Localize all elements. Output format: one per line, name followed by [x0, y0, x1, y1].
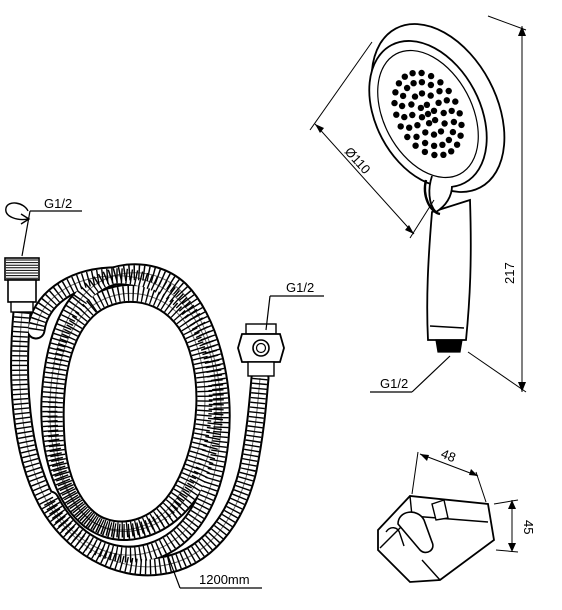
nozzle-dot: [406, 124, 413, 131]
nozzle-dot: [440, 151, 447, 158]
hose-coils: [10, 263, 270, 577]
handshower-length-dimension: 217: [467, 15, 527, 393]
hose-coil-center: [35, 275, 217, 532]
nozzle-dot: [418, 114, 426, 121]
handshower-thread-leader: [411, 355, 451, 393]
nozzle-dot: [399, 92, 407, 100]
nozzle-dot: [441, 120, 448, 127]
nozzle-dot: [414, 122, 421, 129]
nozzle-dot: [439, 141, 446, 148]
nozzle-dot: [450, 118, 458, 126]
nozzle-dot: [418, 69, 425, 77]
nozzle-dot: [443, 97, 450, 104]
nozzle-dot: [392, 89, 399, 96]
nozzle-dot: [425, 120, 433, 127]
nozzle-dot: [440, 109, 447, 117]
outlet-thread-label: G1/2: [286, 280, 314, 295]
nozzle-dot: [421, 148, 429, 156]
nozzle-dot: [430, 107, 438, 115]
nozzle-dot: [401, 73, 408, 80]
nozzle-dot: [437, 79, 444, 86]
nozzle-dot: [404, 133, 411, 141]
rotation-arrow-icon: [5, 202, 31, 225]
hand-shower: Ø110 217 G1/2: [309, 15, 527, 393]
nozzle-dot: [457, 132, 464, 139]
nozzle-dot: [431, 116, 439, 124]
nozzle-dot: [435, 99, 442, 107]
nozzle-dot: [391, 99, 398, 107]
nozzle-dot: [430, 131, 438, 138]
spray-nozzles: [391, 69, 465, 159]
nozzle-dot: [397, 123, 404, 130]
nozzle-dot: [427, 72, 435, 80]
nozzle-dot: [395, 80, 403, 87]
nozzle-dot: [401, 113, 408, 121]
nozzle-dot: [449, 128, 457, 136]
nozzle-dot: [410, 80, 417, 87]
handle-connector: [435, 339, 463, 353]
nozzle-dot: [424, 110, 432, 118]
nozzle-dot: [422, 129, 429, 136]
hose-outlet-fitting: [237, 323, 285, 377]
handshower-thread-label: G1/2: [380, 376, 408, 391]
nozzle-dot: [421, 139, 429, 147]
nozzle-dot: [418, 90, 426, 97]
nozzle-dot: [417, 104, 425, 112]
hose-inlet-fitting: [4, 257, 40, 313]
nozzle-dot: [445, 136, 453, 144]
hand-shower-handle: [426, 198, 472, 341]
holder-cradle: [397, 511, 434, 554]
nozzle-dot: [427, 81, 435, 89]
nozzle-dot: [453, 141, 461, 148]
nozzle-dot: [408, 101, 415, 108]
nozzle-dot: [436, 88, 443, 95]
nozzle-dot: [445, 87, 452, 95]
nozzle-dot: [448, 107, 455, 115]
inlet-thread-lines: [6, 259, 38, 279]
wall-holder: 48 45: [377, 446, 536, 583]
nozzle-dot: [409, 70, 416, 77]
nozzle-dot: [430, 142, 438, 149]
nozzle-dot: [437, 128, 445, 135]
hose-coil-center: [19, 311, 261, 568]
handshower-length-label: 217: [502, 262, 517, 284]
nozzle-dot: [398, 102, 406, 110]
inlet-thread-label: G1/2: [44, 196, 72, 211]
nozzle-dot: [413, 133, 420, 140]
inlet-thread-leader: [21, 210, 31, 257]
holder-height-dimension: 45: [493, 499, 536, 553]
holder-width-label: 48: [439, 446, 458, 465]
hose-length-label: 1200mm: [199, 572, 250, 587]
nozzle-dot: [431, 151, 438, 159]
nozzle-dot: [409, 111, 416, 119]
nozzle-dot: [411, 93, 419, 100]
hose-length-leader: [167, 555, 181, 589]
holder-width-dimension: 48: [411, 446, 487, 503]
outlet-thread-leader: [265, 295, 271, 331]
nozzle-dot: [412, 142, 419, 149]
hose-coil-center: [49, 293, 206, 531]
nozzle-dot: [427, 92, 434, 99]
nozzle-dot: [452, 98, 459, 105]
shower-hose: G1/2 G1/2 1200mm: [4, 196, 324, 589]
holder-height-label: 45: [521, 520, 536, 534]
nozzle-dot: [458, 121, 465, 129]
nozzle-dot: [448, 148, 455, 155]
nozzle-dot: [393, 111, 400, 118]
hose-coil-center: [49, 272, 222, 556]
nozzle-dot: [423, 101, 431, 109]
nozzle-dot: [418, 79, 426, 86]
nozzle-dot: [403, 84, 411, 92]
nozzle-dot: [456, 110, 463, 117]
